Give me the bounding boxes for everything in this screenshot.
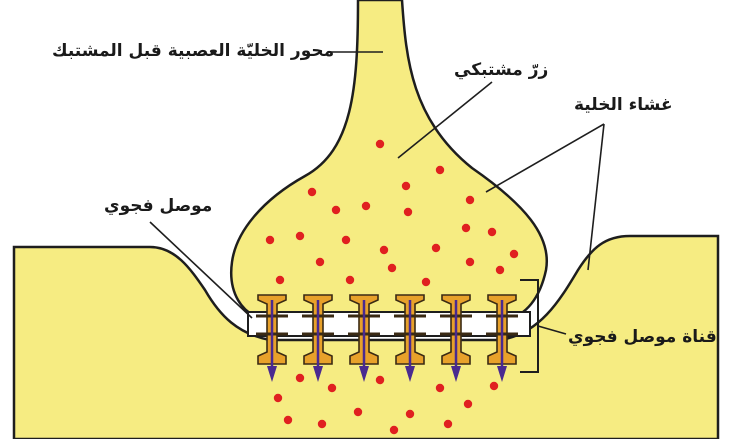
neurotransmitter-dot bbox=[466, 196, 474, 204]
neurotransmitter-dot bbox=[388, 264, 396, 272]
neurotransmitter-dot bbox=[376, 376, 384, 384]
neurotransmitter-dot bbox=[318, 420, 326, 428]
gap-junction-label: موصل فجوي bbox=[104, 196, 212, 216]
neurotransmitter-dot bbox=[284, 416, 292, 424]
neurotransmitter-dot bbox=[488, 228, 496, 236]
neurotransmitter-dot bbox=[510, 250, 518, 258]
neurotransmitter-dot bbox=[308, 188, 316, 196]
neurotransmitter-dot bbox=[422, 278, 430, 286]
neurotransmitter-dot bbox=[462, 224, 470, 232]
neurotransmitter-dot bbox=[380, 246, 388, 254]
neurotransmitter-dot bbox=[266, 236, 274, 244]
neurotransmitter-dot bbox=[296, 232, 304, 240]
neurotransmitter-dot bbox=[276, 276, 284, 284]
neurotransmitter-dot bbox=[436, 384, 444, 392]
neurotransmitter-dot bbox=[316, 258, 324, 266]
neurotransmitter-dot bbox=[466, 258, 474, 266]
neurotransmitter-dot bbox=[406, 410, 414, 418]
presynaptic-axon-label: محور الخليّة العصبية قبل المشتبك bbox=[52, 41, 334, 61]
neurotransmitter-dot bbox=[490, 382, 498, 390]
neurotransmitter-dot bbox=[444, 420, 452, 428]
cell-membrane-label: غشاء الخلية bbox=[574, 95, 673, 115]
membrane-leader-line-1 bbox=[486, 124, 604, 192]
gap-junction-channel-label: قناة موصل فجوي bbox=[568, 327, 717, 347]
neurotransmitter-dot bbox=[436, 166, 444, 174]
neurotransmitter-dot bbox=[432, 244, 440, 252]
neurotransmitter-dot bbox=[404, 208, 412, 216]
neurotransmitter-dot bbox=[390, 426, 398, 434]
synaptic-knob-label: زرّ مشتبكي bbox=[454, 60, 548, 80]
neurotransmitter-dot bbox=[402, 182, 410, 190]
neurotransmitter-dot bbox=[464, 400, 472, 408]
neurotransmitter-dot bbox=[346, 276, 354, 284]
neurotransmitter-dot bbox=[362, 202, 370, 210]
neurotransmitter-dot bbox=[274, 394, 282, 402]
neurotransmitter-dot bbox=[342, 236, 350, 244]
neurotransmitter-dot bbox=[354, 408, 362, 416]
neurotransmitter-dot bbox=[376, 140, 384, 148]
neurotransmitter-dot bbox=[328, 384, 336, 392]
neurotransmitter-dot bbox=[296, 374, 304, 382]
neurotransmitter-dot bbox=[496, 266, 504, 274]
neurotransmitter-dot bbox=[332, 206, 340, 214]
